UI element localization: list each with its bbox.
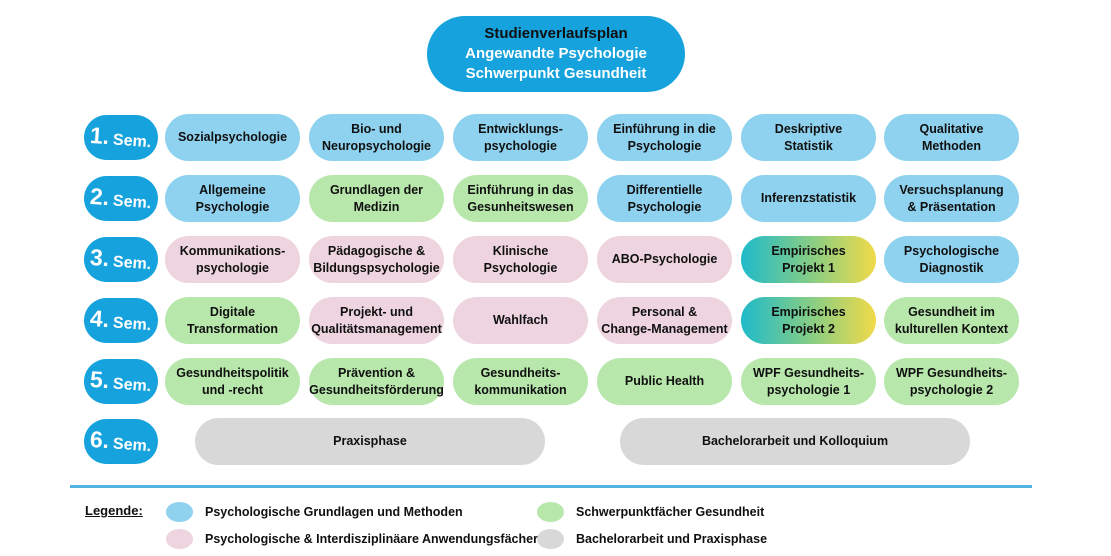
course-pill: Projekt- und Qualitätsmanagement: [309, 297, 444, 344]
course-pill: Digitale Transformation: [165, 297, 300, 344]
title-bubble: Studienverlaufsplan Angewandte Psycholog…: [427, 16, 685, 92]
course-pill: Praxisphase: [195, 418, 545, 465]
course-pill: Kommunikations- psychologie: [165, 236, 300, 283]
semester-label: 3.Sem.: [84, 237, 158, 282]
course-pill: Entwicklungs- psychologie: [453, 114, 588, 161]
semester-number: 4.: [89, 304, 111, 333]
semester-label: 1.Sem.: [84, 115, 158, 160]
semester-word: Sem.: [112, 314, 153, 335]
course-pill: Wahlfach: [453, 297, 588, 344]
course-pill: Klinische Psychologie: [453, 236, 588, 283]
course-pill: Empirisches Projekt 1: [741, 236, 876, 283]
legend-color-dot: [166, 529, 193, 549]
course-pill: Pädagogische & Bildungspsychologie: [309, 236, 444, 283]
legend-divider: [70, 485, 1032, 488]
semester-row: 6.Sem. Praxisphase Bachelorarbeit und Koll…: [0, 418, 1111, 466]
semester-number: 6.: [89, 425, 111, 454]
course-pill: Einführung in das Gesunheitswesen: [453, 175, 588, 222]
course-pill: WPF Gesundheits- psychologie 2: [884, 358, 1019, 405]
course-pill: Gesundheitspolitik und -recht: [165, 358, 300, 405]
course-pill: Personal & Change-Management: [597, 297, 732, 344]
semester-label-text: 6.Sem.: [89, 426, 152, 457]
semester-number: 1.: [89, 121, 111, 150]
legend-item: Psychologische Grundlagen und Methoden: [166, 502, 463, 522]
semester-label: 4.Sem.: [84, 298, 158, 343]
semester-label-text: 5.Sem.: [89, 366, 152, 397]
semester-label: 5.Sem.: [84, 359, 158, 404]
semester-number: 3.: [89, 243, 111, 272]
course-pill: ABO-Psychologie: [597, 236, 732, 283]
legend-item-label: Schwerpunktfächer Gesundheit: [576, 505, 765, 519]
course-pill: Differentielle Psychologie: [597, 175, 732, 222]
legend-item: Bachelorarbeit und Praxisphase: [537, 529, 767, 549]
course-pill: Deskriptive Statistik: [741, 114, 876, 161]
course-pill: Prävention & Gesundheitsförderung: [309, 358, 444, 405]
legend-item-label: Psychologische & Interdisziplinäare Anwe…: [205, 532, 538, 546]
course-pill: WPF Gesundheits- psychologie 1: [741, 358, 876, 405]
semester-word: Sem.: [112, 253, 153, 274]
legend-color-dot: [537, 529, 564, 549]
course-pill: Bachelorarbeit und Kolloquium: [620, 418, 970, 465]
course-pill: Gesundheits- kommunikation: [453, 358, 588, 405]
legend-heading: Legende:: [85, 503, 143, 518]
semester-word: Sem.: [112, 375, 153, 396]
semester-word: Sem.: [112, 192, 153, 213]
semester-label-text: 4.Sem.: [89, 305, 152, 336]
course-pill: Inferenzstatistik: [741, 175, 876, 222]
legend-item-label: Psychologische Grundlagen und Methoden: [205, 505, 463, 519]
semester-number: 5.: [89, 365, 111, 394]
course-pill: Public Health: [597, 358, 732, 405]
legend-item-label: Bachelorarbeit und Praxisphase: [576, 532, 768, 546]
semester-label: 6.Sem.: [84, 419, 158, 464]
legend-color-dot: [537, 502, 564, 522]
course-pill: Qualitative Methoden: [884, 114, 1019, 161]
legend-color-dot: [166, 502, 193, 522]
course-pill: Versuchsplanung & Präsentation: [884, 175, 1019, 222]
semester-label-text: 1.Sem.: [89, 122, 152, 153]
semester-number: 2.: [89, 182, 111, 211]
diagram-subtitle-program: Angewandte Psychologie: [465, 45, 647, 62]
course-pill: Einführung in die Psychologie: [597, 114, 732, 161]
course-pill: Psychologische Diagnostik: [884, 236, 1019, 283]
legend-item: Schwerpunktfächer Gesundheit: [537, 502, 764, 522]
semester-word: Sem.: [112, 131, 153, 152]
course-pill: Grundlagen der Medizin: [309, 175, 444, 222]
semester-label: 2.Sem.: [84, 176, 158, 221]
legend-item: Psychologische & Interdisziplinäare Anwe…: [166, 529, 538, 549]
diagram-title: Studienverlaufsplan: [484, 25, 628, 42]
semester-label-text: 2.Sem.: [89, 183, 152, 214]
semester-label-text: 3.Sem.: [89, 244, 152, 275]
semester-word: Sem.: [112, 435, 153, 456]
course-pill: Sozialpsychologie: [165, 114, 300, 161]
diagram-subtitle-focus: Schwerpunkt Gesundheit: [465, 65, 647, 82]
course-pill: Allgemeine Psychologie: [165, 175, 300, 222]
course-pill: Empirisches Projekt 2: [741, 297, 876, 344]
course-pill: Gesundheit im kulturellen Kontext: [884, 297, 1019, 344]
course-pill: Bio- und Neuropsychologie: [309, 114, 444, 161]
